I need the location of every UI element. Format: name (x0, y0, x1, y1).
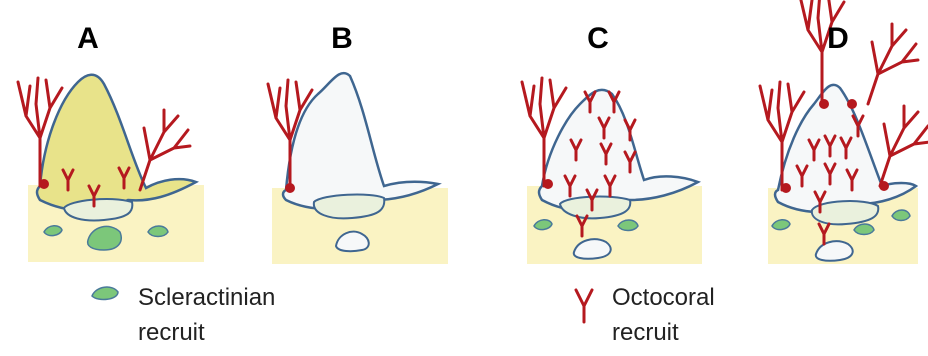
octocoral-colony (868, 24, 918, 104)
scleractinian-recruit-icon (92, 287, 118, 299)
panel-label-c: C (587, 22, 609, 55)
legend-octocoral-line2: recruit (612, 319, 679, 346)
panel-c: C (522, 22, 702, 264)
rubble-fragment (314, 195, 384, 219)
legend-scleractinian-line2: recruit (138, 319, 205, 346)
octocoral-holdfast (285, 183, 295, 193)
rubble-fragment (560, 197, 630, 219)
scleractinian-recruit (618, 220, 638, 231)
legend-scleractinian-line1: Scleractinian (138, 284, 275, 311)
dead-coral-colony (539, 90, 698, 211)
scleractinian-recruit (148, 226, 168, 237)
panel-a: A (18, 22, 204, 262)
panel-b: B (268, 22, 448, 264)
octocoral-holdfast (39, 179, 49, 189)
legend: Scleractinian recruit Octocoral recruit (92, 284, 715, 346)
scleractinian-recruit (892, 210, 910, 221)
panel-label-b: B (331, 22, 353, 55)
scleractinian-recruit (854, 224, 874, 235)
octocoral-holdfast (781, 183, 791, 193)
panel-label-a: A (77, 22, 99, 55)
legend-octocoral-line1: Octocoral (612, 284, 715, 311)
live-coral-colony (37, 75, 196, 211)
rubble-fragment (64, 199, 132, 220)
dead-coral-colony (283, 73, 438, 209)
octocoral-colony (880, 106, 928, 186)
octocoral-holdfast (847, 99, 857, 109)
rubble-fragment (812, 201, 878, 224)
octocoral-holdfast (819, 99, 829, 109)
panel-d: D (760, 0, 928, 264)
octocoral-recruit-icon (576, 290, 592, 322)
panel-label-d: D (827, 22, 849, 55)
octocoral-holdfast (543, 179, 553, 189)
octocoral-holdfast (879, 181, 889, 191)
